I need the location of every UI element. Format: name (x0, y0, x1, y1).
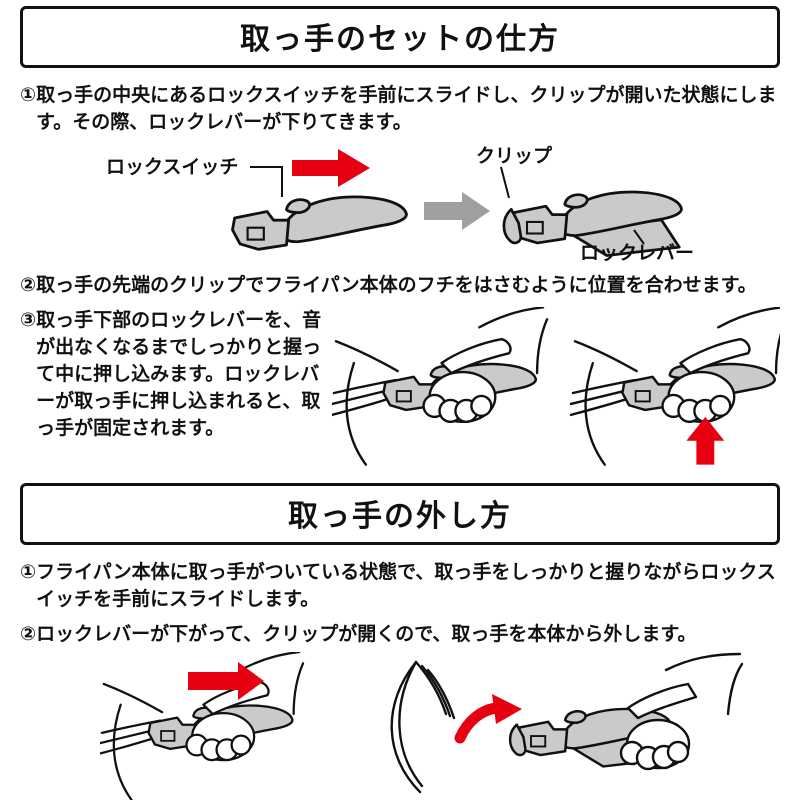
section-attach: 取っ手のセットの仕方 ① 取っ手の中央にあるロックスイッチを手前にスライドし、ク… (20, 6, 780, 469)
attach-step-1: ① 取っ手の中央にあるロックスイッチを手前にスライドし、クリップが開いた状態にし… (20, 82, 780, 136)
red-arrow-right-icon (188, 661, 264, 700)
grip-scene-2 (571, 307, 780, 464)
attach-diagram: ロックスイッチ クリップ ロックレバー (20, 140, 780, 262)
detached-handle-illustration (510, 652, 744, 771)
step-number: ① (20, 84, 37, 106)
red-arrow-right-icon (292, 148, 370, 187)
lock-switch-pointer-line (250, 165, 283, 197)
remove-scene (390, 652, 744, 794)
step-number: ② (20, 273, 37, 296)
attach-step-2: ② 取っ手の先端のクリップでフライパン本体のフチをはさむように位置を合わせます。 (20, 272, 780, 299)
detach-diagram (100, 652, 780, 800)
clip-pointer-line (500, 166, 510, 199)
attach-title-text: 取っ手のセットの仕方 (240, 22, 560, 57)
pan-illustration (390, 660, 456, 794)
step-text: 取っ手下部のロックレバーを、音が出なくなるまでしっかりと握って中に押し込みます。… (36, 308, 322, 439)
step-number: ③ (20, 308, 37, 331)
handle-parts-diagram: ロックスイッチ クリップ ロックレバー (106, 144, 694, 262)
grip-scene-1 (332, 307, 547, 464)
lock-lever-label: ロックレバー (580, 242, 694, 262)
step-number: ② (20, 622, 37, 645)
step-text: 取っ手の先端のクリップでフライパン本体のフチをはさむように位置を合わせます。 (36, 273, 757, 296)
detach-step-1: ① フライパン本体に取っ手がついている状態で、取っ手をしっかりと握りながらロック… (20, 559, 780, 613)
gray-arrow-right-icon (424, 191, 490, 230)
grip-push-diagram (332, 307, 780, 469)
attach-step-3: ③ 取っ手下部のロックレバーを、音が出なくなるまでしっかりと握って中に押し込みま… (20, 307, 332, 442)
step-number: ① (20, 560, 37, 583)
red-arrow-up-icon (686, 416, 725, 465)
handle-closed-illustration (231, 195, 408, 251)
clip-label: クリップ (476, 144, 553, 167)
attach-section-title: 取っ手のセットの仕方 (20, 6, 780, 68)
detach-step-2: ② ロックレバーが下がって、クリップが開くので、取っ手を本体から外します。 (20, 621, 780, 648)
detach-illustration (100, 652, 744, 800)
section-detach: 取っ手の外し方 ① フライパン本体に取っ手がついている状態で、取っ手をしっかりと… (20, 482, 780, 800)
lock-switch-label: ロックスイッチ (106, 156, 238, 178)
step-text: ロックレバーが下がって、クリップが開くので、取っ手を本体から外します。 (36, 622, 697, 645)
detach-section-title: 取っ手の外し方 (20, 482, 780, 545)
detach-title-text: 取っ手の外し方 (288, 498, 512, 534)
lock-lever-pointer-line (633, 229, 645, 245)
attach-step-3-row: ③ 取っ手下部のロックレバーを、音が出なくなるまでしっかりと握って中に押し込みま… (20, 307, 780, 469)
red-curved-arrow-icon (454, 693, 522, 744)
step-text: フライパン本体に取っ手がついている状態で、取っ手をしっかりと握りながらロックスイ… (36, 560, 776, 610)
step-text: 取っ手の中央にあるロックスイッチを手前にスライドし、クリップが開いた状態にします… (36, 84, 777, 133)
